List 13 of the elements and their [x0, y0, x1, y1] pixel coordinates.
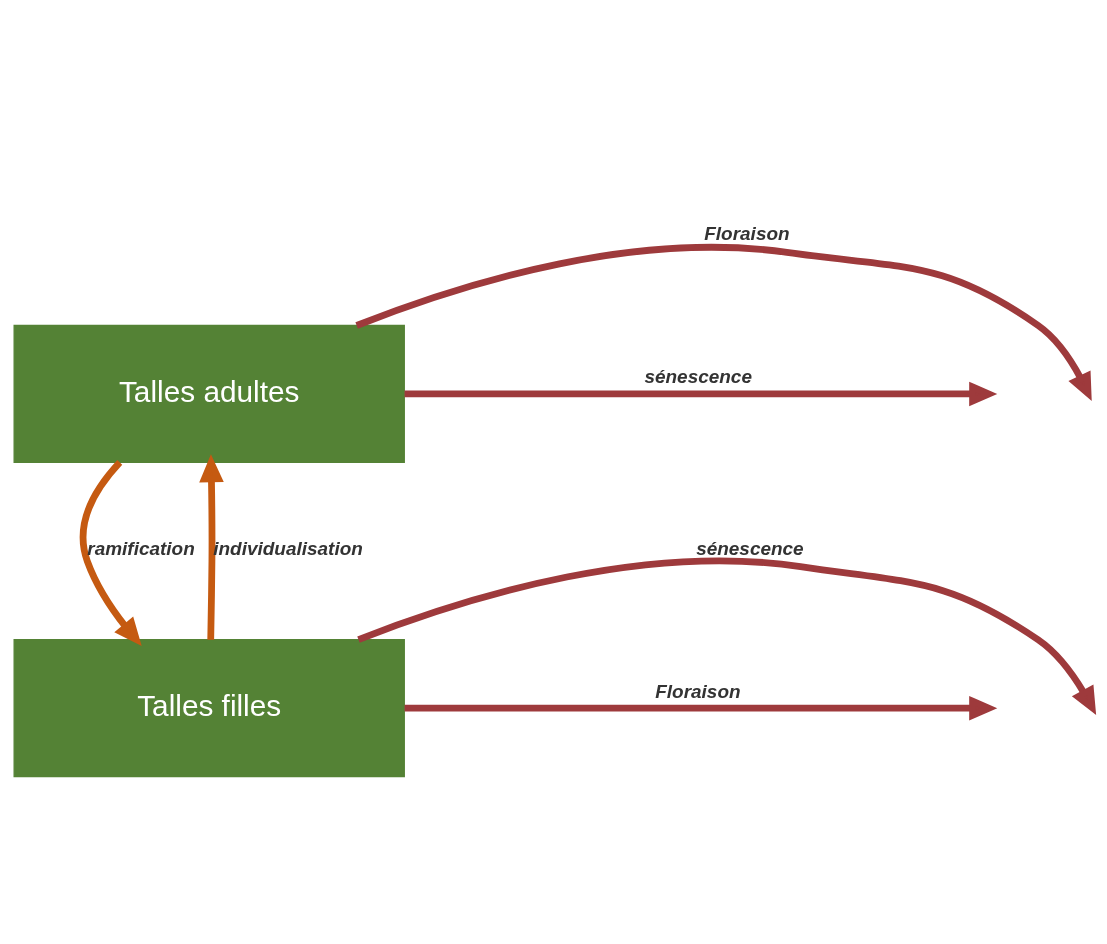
edge-label: Floraison	[704, 222, 790, 244]
edge-label: Floraison	[655, 680, 741, 702]
arrow	[404, 695, 998, 720]
arrow	[199, 453, 224, 640]
arrow	[404, 381, 998, 406]
node-box: Talles adultes	[13, 324, 405, 463]
arrow	[355, 243, 1092, 401]
arrow	[357, 557, 1097, 715]
arrow	[79, 459, 142, 646]
edge-label: sénescence	[644, 365, 752, 387]
node-box: Talles filles	[13, 638, 405, 777]
edge-label: ramification	[87, 537, 195, 559]
edge-label: sénescence	[696, 537, 804, 559]
